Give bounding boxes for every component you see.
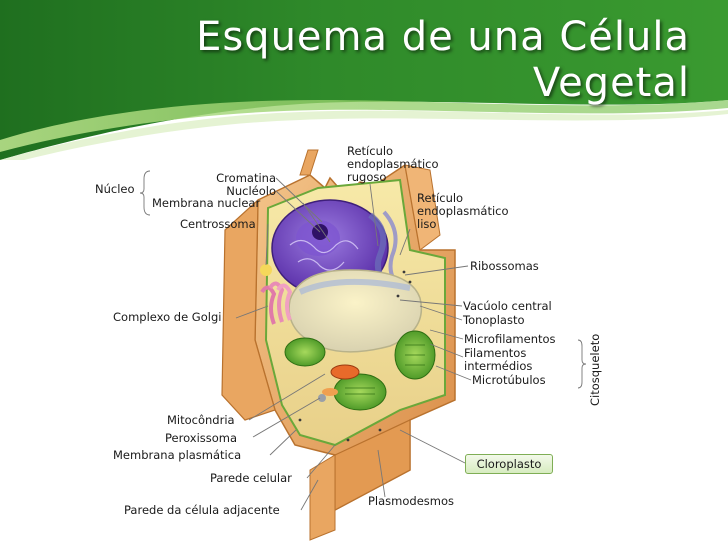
label-microfilamentos: Microfilamentos (464, 332, 556, 346)
label-filamentos-2: intermédios (464, 359, 533, 373)
label-cloroplasto: Cloroplasto (465, 454, 553, 474)
label-membrana-plasmatica: Membrana plasmática (113, 448, 242, 462)
label-tonoplasto: Tonoplasto (463, 313, 525, 327)
title-line-2: Vegetal (532, 60, 690, 106)
label-reticulo-liso-1: Retículo (417, 191, 464, 205)
label-citosqueleto: Citosqueleto (588, 333, 602, 406)
label-peroxissoma: Peroxissoma (165, 431, 238, 445)
title-line-1: Esquema de una Célula (196, 14, 690, 60)
header-swoosh (0, 0, 728, 160)
label-complexo-golgi: Complexo de Golgi (113, 310, 222, 324)
label-membrana-nuclear: Membrana nuclear (152, 196, 261, 210)
label-vacuolo-central: Vacúolo central (463, 299, 552, 313)
label-microtubulos: Microtúbulos (472, 373, 546, 387)
label-cromatina: Cromatina (216, 171, 276, 185)
label-plasmodesmos: Plasmodesmos (368, 494, 455, 508)
label-nucleo: Núcleo (95, 182, 135, 196)
label-mitocondria: Mitocôndria (167, 413, 235, 427)
page-title: Esquema de una Célula Vegetal (130, 14, 690, 106)
label-centrossoma: Centrossoma (180, 217, 256, 231)
label-reticulo-rugoso-3: rugoso (347, 170, 387, 184)
label-reticulo-rugoso-1: Retículo (347, 144, 394, 158)
label-filamentos-1: Filamentos (464, 346, 527, 360)
label-reticulo-rugoso-2: endoplasmático (347, 157, 439, 171)
label-parede-celular: Parede celular (210, 471, 292, 485)
label-reticulo-liso-2: endoplasmático (417, 204, 509, 218)
label-nucleolo: Nucléolo (226, 184, 276, 198)
label-reticulo-liso-3: liso (417, 217, 437, 231)
label-ribossomas: Ribossomas (470, 259, 539, 273)
label-parede-adjacente: Parede da célula adjacente (124, 503, 280, 517)
